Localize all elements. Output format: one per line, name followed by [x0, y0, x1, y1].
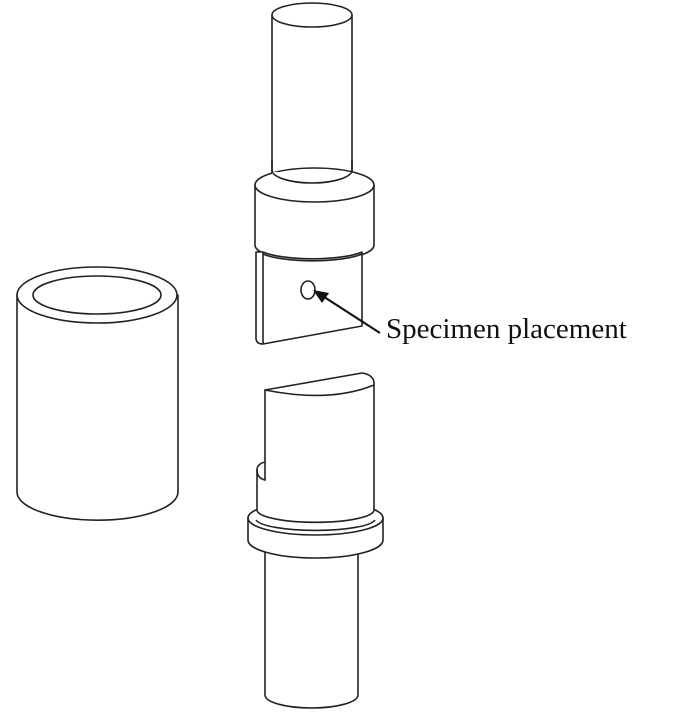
outer-sleeve — [16, 266, 179, 521]
specimen-placement-label: Specimen placement — [386, 313, 627, 345]
upper-grip — [254, 2, 375, 345]
annotation-arrow — [313, 290, 381, 334]
lower-grip — [247, 372, 384, 709]
specimen-hole — [300, 280, 316, 300]
